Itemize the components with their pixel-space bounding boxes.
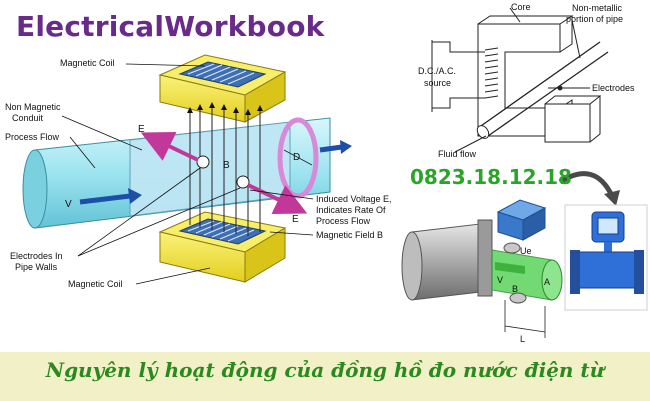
label-electrodes-1: Electrodes In bbox=[10, 251, 63, 261]
label-source-2: source bbox=[424, 78, 451, 88]
label-non-magnetic-2: Conduit bbox=[12, 113, 44, 123]
electrode-left bbox=[196, 155, 210, 169]
label-induced-3: Process Flow bbox=[316, 216, 371, 226]
right-schematic-labels: Core Non-metallic portion of pipe D.C./A… bbox=[418, 2, 635, 159]
pipe-bottom-edge bbox=[487, 51, 609, 137]
diameter-line bbox=[283, 149, 313, 166]
caption-text: Nguyên lý hoạt động của đồng hồ đo nước … bbox=[45, 358, 605, 382]
length-dimension bbox=[504, 325, 546, 333]
label-magnetic-coil-bottom: Magnetic Coil bbox=[68, 279, 123, 289]
right-schematic bbox=[431, 7, 609, 153]
meter-label-v: V bbox=[497, 275, 503, 285]
flow-arrow-in bbox=[79, 193, 131, 205]
meter-illustration: Ue V B A L bbox=[401, 171, 620, 344]
magnetic-field-lines bbox=[187, 102, 263, 236]
label-non-metallic-2: portion of pipe bbox=[566, 14, 623, 24]
label-non-magnetic-1: Non Magnetic bbox=[5, 102, 61, 112]
phone-number: 0823.18.12.18 bbox=[410, 165, 572, 189]
core-shape bbox=[477, 23, 561, 137]
magnetic-coil-bottom bbox=[158, 211, 287, 283]
label-e-right: E bbox=[292, 214, 299, 225]
label-d: D bbox=[293, 152, 300, 163]
label-magnetic-field: Magnetic Field B bbox=[316, 230, 383, 240]
label-electrodes-2: Pipe Walls bbox=[15, 262, 58, 272]
label-induced-2: Indicates Rate Of bbox=[316, 205, 386, 215]
label-process-flow: Process Flow bbox=[5, 132, 60, 142]
label-induced-1: Induced Voltage E, bbox=[316, 194, 392, 204]
meter-product-photo bbox=[564, 204, 648, 311]
label-fluid-flow: Fluid flow bbox=[438, 149, 477, 159]
left-flowmeter-diagram: Magnetic Coil Non Magnetic Conduit Proce… bbox=[0, 54, 400, 305]
electrode-right bbox=[236, 175, 250, 189]
label-electrodes: Electrodes bbox=[592, 83, 635, 93]
leader-lines bbox=[61, 63, 314, 285]
flange bbox=[477, 219, 493, 297]
label-v: V bbox=[65, 199, 72, 210]
pipe-inlet-end bbox=[22, 149, 48, 229]
meter-label-b: B bbox=[512, 284, 518, 294]
brand-title: ElectricalWorkbook bbox=[16, 10, 325, 43]
induced-arrow-right bbox=[247, 183, 308, 215]
meter-label-l: L bbox=[520, 334, 525, 344]
induced-arrow-left bbox=[140, 131, 199, 162]
label-b: B bbox=[223, 160, 230, 171]
label-e-left: E bbox=[138, 124, 145, 135]
label-source-1: D.C./A.C. bbox=[418, 66, 456, 76]
meter-label-ue: Ue bbox=[520, 246, 532, 256]
caption-bar bbox=[0, 352, 650, 401]
winding bbox=[484, 47, 499, 99]
curved-arrow bbox=[558, 171, 615, 198]
label-non-metallic-1: Non-metallic bbox=[572, 3, 623, 13]
label-core: Core bbox=[511, 2, 531, 12]
label-magnetic-coil-top: Magnetic Coil bbox=[60, 58, 115, 68]
meter-label-a: A bbox=[544, 277, 550, 287]
flow-arrow-out bbox=[319, 144, 343, 153]
